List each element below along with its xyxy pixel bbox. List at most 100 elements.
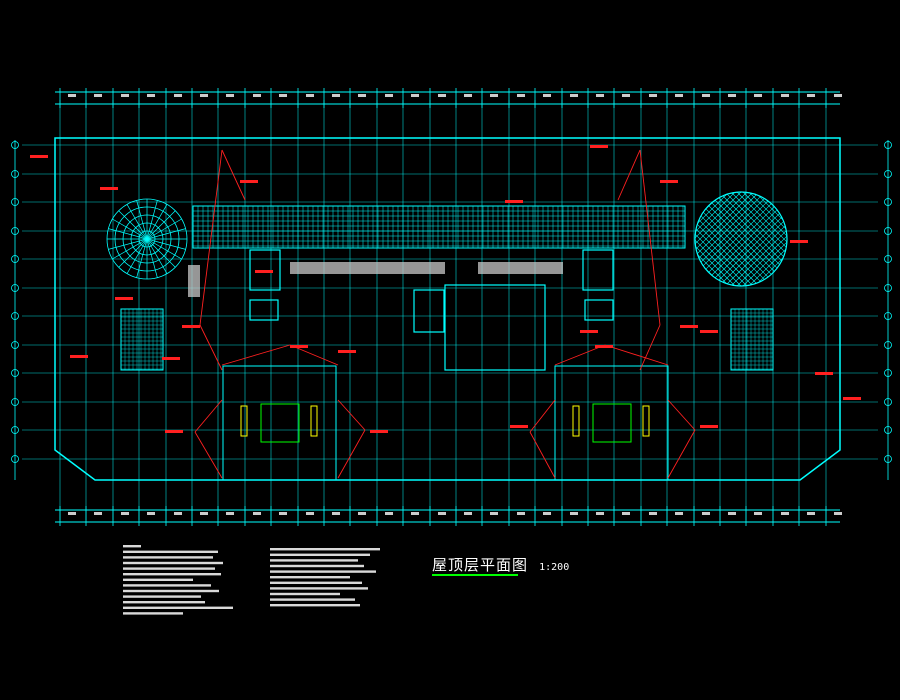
dome-mesh-line (695, 192, 736, 286)
dome-mesh-line (754, 192, 787, 286)
red-leader-lines (194, 149, 696, 479)
elevator (572, 405, 580, 437)
dimension-text (200, 512, 208, 515)
note-line (123, 573, 221, 576)
note-line (123, 595, 201, 598)
dome-mesh-line (695, 192, 742, 286)
dome-rib (136, 238, 148, 278)
annotation-tag (255, 270, 273, 273)
bottom-dimension-line (55, 506, 842, 526)
dome-mesh-line (760, 192, 787, 286)
annotation-tag (30, 155, 48, 158)
dimension-text (200, 94, 208, 97)
core-zone (554, 365, 669, 481)
dome-mesh-line (815, 192, 900, 286)
annotation-tag (510, 425, 528, 428)
dome-mesh-line (712, 192, 787, 286)
annotation-tag (580, 330, 598, 333)
dome-mesh-line (766, 192, 787, 286)
core-room (249, 299, 279, 321)
dimension-text (754, 512, 762, 515)
note-line (270, 592, 340, 596)
left-dome (106, 198, 188, 280)
dimension-text (226, 94, 234, 97)
elevator (642, 405, 650, 437)
dome-mesh-line (742, 192, 787, 286)
dome-rib (126, 238, 148, 274)
dimension-text (68, 94, 76, 97)
leader-line (337, 429, 366, 479)
dimension-text (570, 94, 578, 97)
note-line (123, 584, 211, 587)
dimension-text (94, 94, 102, 97)
leader-line (337, 399, 366, 431)
building-outline (54, 137, 841, 481)
leader-line (529, 399, 556, 433)
note-line (270, 581, 362, 584)
annotation-tag (290, 345, 308, 348)
skylight-frame (192, 205, 686, 249)
dome-rib (146, 238, 182, 260)
leader-line (199, 149, 223, 326)
dome-mesh-line (724, 192, 787, 286)
core-blocks (222, 249, 669, 481)
leader-line (194, 399, 223, 433)
top-dimension-line (55, 88, 842, 108)
dimension-text (543, 512, 551, 515)
dome-rib (146, 238, 176, 268)
note-line (123, 612, 183, 615)
skylight-grid (192, 205, 686, 249)
dome-mesh-line (748, 192, 787, 286)
dome-rib (136, 200, 148, 240)
note-line (270, 570, 376, 573)
dome-rib (146, 228, 186, 240)
dimension-text (332, 512, 340, 515)
leader-line (199, 324, 223, 371)
leader-line (604, 344, 669, 366)
note-line (270, 576, 350, 579)
annotation-tag (815, 372, 833, 375)
annotation-tag (100, 187, 118, 190)
elevator (240, 405, 248, 437)
annotation-tag (790, 240, 808, 243)
dimension-text (807, 94, 815, 97)
dimension-text (306, 512, 314, 515)
leader-line (194, 431, 223, 479)
dimension-text (94, 512, 102, 515)
dome-rib (108, 238, 148, 250)
annotation-tag (590, 145, 608, 148)
dimension-text (147, 94, 155, 97)
leader-line (221, 149, 246, 201)
dome-rib (146, 238, 168, 274)
dimension-text (649, 512, 657, 515)
dome-outline (694, 191, 788, 287)
dimension-text (543, 94, 551, 97)
dome-mesh-line (803, 192, 897, 286)
dimension-text (438, 94, 446, 97)
note-line (270, 598, 355, 601)
note-line (123, 567, 215, 570)
dimension-text (570, 512, 578, 515)
dimension-text (702, 512, 710, 515)
dimension-text (253, 512, 261, 515)
dimension-text (464, 512, 472, 515)
dimension-text (781, 512, 789, 515)
dome-mesh-line (803, 192, 897, 286)
dome-mesh-line (695, 192, 748, 286)
dome-mesh-line (809, 192, 900, 286)
scale-label: 1:200 (539, 562, 570, 573)
leader-line (617, 149, 641, 201)
annotation-tag (240, 180, 258, 183)
dome-mesh-line (791, 192, 885, 286)
dimension-text (306, 94, 314, 97)
dome-rib (118, 238, 148, 268)
dimension-text (385, 94, 393, 97)
dimension-text (490, 94, 498, 97)
dimension-text (279, 94, 287, 97)
annotation-tag (505, 200, 523, 203)
dimension-text (649, 94, 657, 97)
annotation-tag (370, 430, 388, 433)
annotation-tag (660, 180, 678, 183)
dome-mesh-line (766, 192, 787, 286)
note-line (270, 548, 380, 551)
